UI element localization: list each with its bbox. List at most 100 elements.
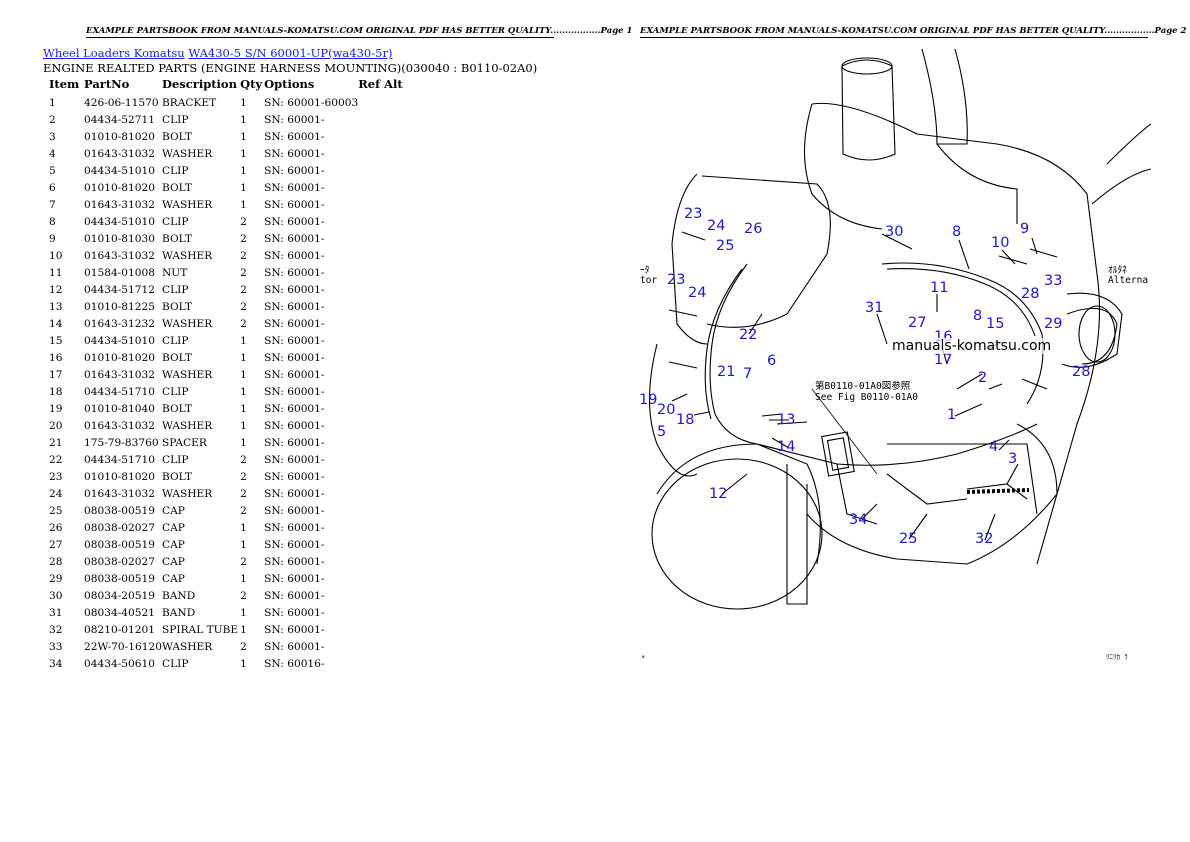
cell-qty: 1: [240, 572, 247, 585]
callout-label: 6: [767, 353, 777, 369]
callout-label: 2: [978, 370, 988, 386]
cell-options: SN: 60001-: [264, 198, 325, 211]
cell-qty: 1: [240, 368, 247, 381]
callout-label: 4: [989, 439, 999, 455]
callout-label: 8: [952, 224, 962, 240]
cell-options: SN: 60016-: [264, 657, 325, 670]
cell-ref-alt: [358, 536, 402, 553]
cell-options: SN: 60001-: [264, 402, 325, 415]
cell-description: BOLT: [162, 300, 192, 313]
cell-description: NUT: [162, 266, 188, 279]
cell-qty: 1: [240, 198, 247, 211]
cell-ref-alt: [358, 264, 402, 281]
page2-header: EXAMPLE PARTSBOOK FROM MANUALS-KOMATSU.C…: [640, 26, 1187, 38]
side-label-left-2: tor: [640, 275, 658, 286]
cell-qty: 1: [240, 538, 247, 551]
callout-label: 11: [930, 280, 949, 296]
cell-partno: 01643-31032: [84, 368, 155, 381]
cell-item: 6: [49, 181, 56, 194]
cell-qty: 2: [240, 555, 247, 568]
cell-ref-alt: [358, 485, 402, 502]
cell-description: WASHER: [162, 249, 213, 262]
cell-item: 2: [49, 113, 56, 126]
cell-description: WASHER: [162, 640, 213, 653]
col-header-description: Description: [162, 77, 237, 91]
cell-item: 7: [49, 198, 56, 211]
cell-options: SN: 60001-: [264, 317, 325, 330]
cell-description: SPACER: [162, 436, 207, 449]
cell-partno: 175-79-83760: [84, 436, 159, 449]
cell-options: SN: 60001-: [264, 436, 325, 449]
cell-options: SN: 60001-: [264, 538, 325, 551]
callout-label: 30: [885, 224, 904, 240]
cell-qty: 2: [240, 504, 247, 517]
cell-ref-alt: [358, 570, 402, 587]
cell-item: 33: [49, 640, 63, 653]
cell-description: CLIP: [162, 113, 189, 126]
cell-item: 17: [49, 368, 63, 381]
cell-partno: 01010-81040: [84, 402, 155, 415]
cell-partno: 01643-31032: [84, 487, 155, 500]
cell-qty: 2: [240, 266, 247, 279]
watermark: manuals-komatsu.com: [892, 338, 1052, 354]
cell-ref-alt: [358, 247, 402, 264]
cell-item: 18: [49, 385, 63, 398]
cell-description: BRACKET: [162, 96, 217, 109]
cell-partno: 08038-02027: [84, 521, 155, 534]
cell-partno: 01643-31032: [84, 419, 155, 432]
cell-description: CAP: [162, 555, 185, 568]
side-label-right-2: Alterna: [1108, 275, 1149, 286]
breadcrumb-link-model[interactable]: WA430-5 S/N 60001-UP(wa430-5r): [188, 46, 393, 60]
cell-options: SN: 60001-: [264, 521, 325, 534]
cell-item: 26: [49, 521, 63, 534]
callout-label: 13: [777, 412, 796, 428]
cell-options: SN: 60001-: [264, 589, 325, 602]
cell-ref-alt: [358, 451, 402, 468]
cell-qty: 1: [240, 181, 247, 194]
cell-item: 30: [49, 589, 63, 602]
cell-options: SN: 60001-: [264, 249, 325, 262]
figure-reference-note: 第B0110-01A0図参照 See Fig B0110-01A0: [815, 381, 918, 403]
cell-options: SN: 60001-: [264, 640, 325, 653]
cell-description: WASHER: [162, 198, 213, 211]
cell-ref-alt: [358, 213, 402, 230]
cell-description: BOLT: [162, 402, 192, 415]
cell-description: WASHER: [162, 487, 213, 500]
col-header-partno: PartNo: [84, 77, 130, 91]
cell-ref-alt: [358, 434, 402, 451]
breadcrumb-link-category[interactable]: Wheel Loaders Komatsu: [43, 46, 185, 60]
cell-qty: 2: [240, 470, 247, 483]
side-label-right-1: ｵﾙﾀﾈ: [1108, 265, 1128, 276]
cell-ref-alt: [358, 111, 402, 128]
parts-table-header-row: Item PartNo Description Qty Options Ref …: [43, 77, 403, 94]
cell-qty: 1: [240, 147, 247, 160]
cell-options: SN: 60001-: [264, 623, 325, 636]
cell-description: SPIRAL TUBE: [162, 623, 239, 636]
cell-description: CAP: [162, 521, 185, 534]
cell-item: 29: [49, 572, 63, 585]
cell-partno: 01643-31032: [84, 249, 155, 262]
cell-qty: 2: [240, 232, 247, 245]
cell-item: 34: [49, 657, 63, 670]
cell-partno: 01643-31232: [84, 317, 155, 330]
cell-partno: 08034-20519: [84, 589, 155, 602]
cell-item: 15: [49, 334, 63, 347]
cell-partno: 426-06-11570: [84, 96, 159, 109]
cell-options: SN: 60001-: [264, 555, 325, 568]
cell-qty: 1: [240, 385, 247, 398]
cell-qty: 2: [240, 300, 247, 313]
side-label-left-1: ｰﾀ: [640, 265, 650, 276]
callout-label: 3: [1008, 451, 1018, 467]
cell-qty: 1: [240, 164, 247, 177]
cell-description: CLIP: [162, 215, 189, 228]
